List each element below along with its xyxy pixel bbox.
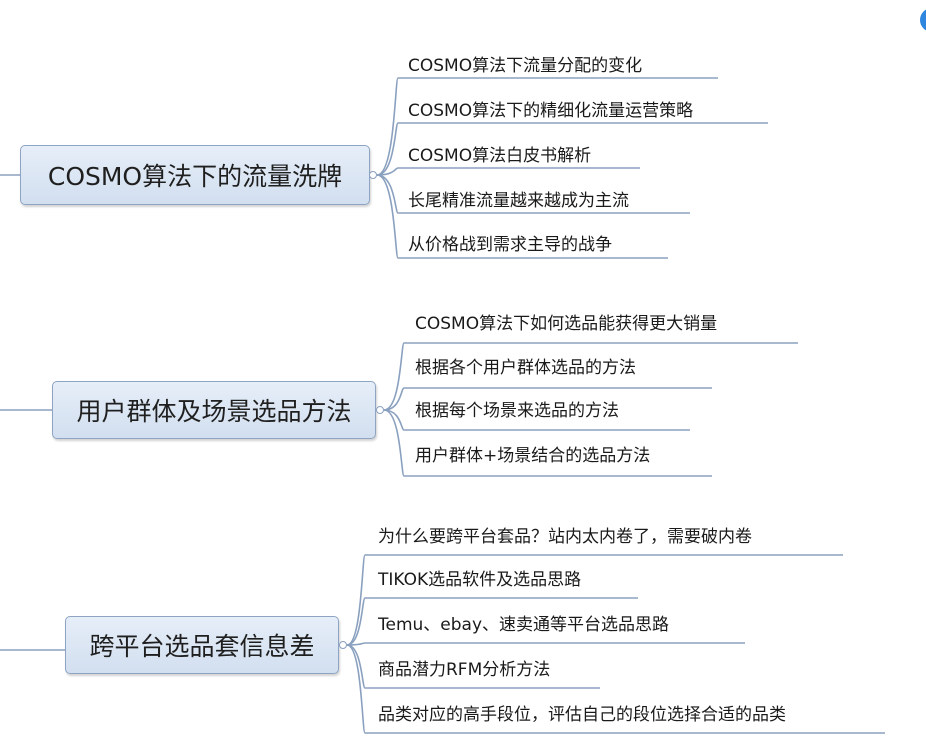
subtopic-item[interactable]: 商品潜力RFM分析方法 [378, 660, 551, 680]
branch-line [376, 167, 399, 176]
branch-line [383, 387, 405, 411]
branch-line [376, 122, 399, 176]
subtopic-item[interactable]: Temu、ebay、速卖通等平台选品思路 [378, 615, 670, 635]
subtopic-item[interactable]: TIKOK选品软件及选品思路 [378, 570, 582, 590]
topic-cross-platform-selection[interactable]: 跨平台选品套信息差 [65, 616, 339, 674]
subtopic-item[interactable]: 根据每个场景来选品的方法 [415, 401, 619, 421]
subtopic-item[interactable]: 用户群体+场景结合的选品方法 [415, 446, 651, 466]
branch-line [376, 174, 399, 214]
subtopic-item[interactable]: 品类对应的高手段位，评估自己的段位选择合适的品类 [378, 705, 786, 725]
branch-line [383, 342, 405, 411]
subtopic-item[interactable]: 根据各个用户群体选品的方法 [415, 358, 636, 378]
topic-knob[interactable] [369, 171, 377, 179]
branch-line [346, 597, 366, 646]
branch-line [376, 77, 399, 176]
branch-line [346, 644, 366, 734]
subtopic-item[interactable]: COSMO算法下的精细化流量运营策略 [408, 101, 694, 121]
topic-cosmo-traffic-shuffle[interactable]: COSMO算法下的流量洗牌 [20, 145, 370, 205]
subtopic-item[interactable]: 从价格战到需求主导的战争 [408, 235, 612, 255]
branch-line [383, 409, 405, 477]
topic-knob[interactable] [339, 641, 347, 649]
topic-knob[interactable] [376, 406, 384, 414]
edge-indicator [920, 8, 926, 32]
branch-line [376, 174, 399, 259]
branch-line [346, 554, 366, 646]
subtopic-item[interactable]: COSMO算法下流量分配的变化 [408, 56, 643, 76]
topic-user-group-scene-selection[interactable]: 用户群体及场景选品方法 [52, 381, 376, 439]
branch-line [346, 644, 366, 689]
subtopic-item[interactable]: COSMO算法下如何选品能获得更大销量 [415, 314, 718, 334]
subtopic-item[interactable]: COSMO算法白皮书解析 [408, 146, 592, 166]
subtopic-item[interactable]: 长尾精准流量越来越成为主流 [408, 191, 629, 211]
subtopic-item[interactable]: 为什么要跨平台套品？站内太内卷了，需要破内卷 [378, 527, 752, 547]
